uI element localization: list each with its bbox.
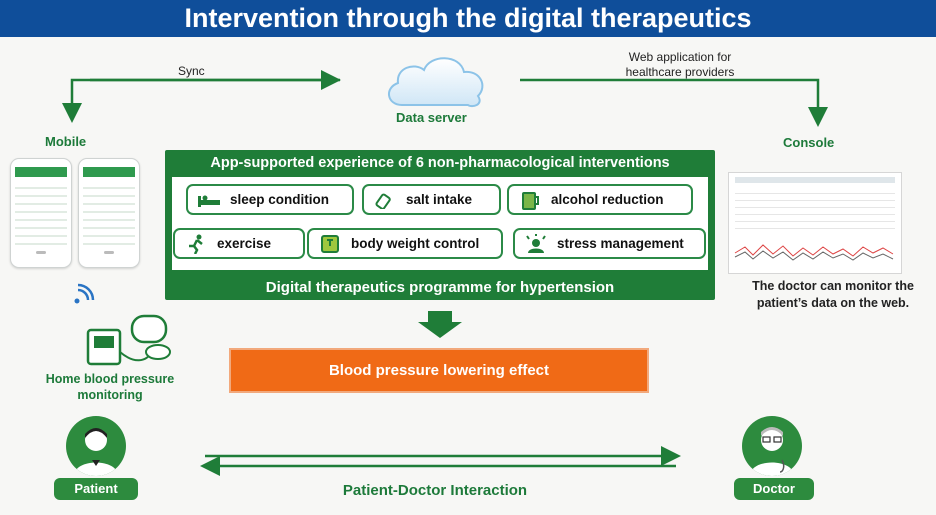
wifi-signal-icon [74,283,95,304]
interaction-label: Patient-Doctor Interaction [342,482,528,499]
intervention-label: alcohol reduction [551,192,664,207]
doctor-badge: Doctor [734,478,814,500]
bp-effect-box: Blood pressure lowering effect [229,348,649,393]
sync-arrow [62,78,340,123]
cloud-icon [388,57,484,108]
bp-monitor-icon [86,314,171,366]
intervention-label: stress management [557,236,684,251]
beer-icon [517,190,543,210]
phone-screenshot [10,158,72,268]
scale-icon [317,234,343,254]
mobile-label: Mobile [45,134,87,149]
intervention-alcohol: alcohol reduction [507,184,693,215]
console-arrow [520,78,828,127]
data-server-label: Data server [396,110,467,125]
console-label: Console [783,135,835,150]
intervention-weight: body weight control [307,228,503,259]
bed-icon [196,190,222,210]
runner-icon [183,234,209,254]
salt-icon [372,190,398,210]
panel-header: App-supported experience of 6 non-pharma… [210,155,670,171]
console-screenshot [728,172,902,274]
intervention-stress: stress management [513,228,706,259]
intervention-exercise: exercise [173,228,305,259]
down-arrow-icon [418,311,462,338]
patient-badge: Patient [54,478,138,500]
panel-footer: Digital therapeutics programme for hyper… [265,279,615,296]
doctor-avatar [742,416,802,476]
intervention-label: salt intake [406,192,473,207]
intervention-label: sleep condition [230,192,330,207]
page-title: Intervention through the digital therape… [0,0,936,37]
patient-avatar [66,416,126,476]
intervention-salt: salt intake [362,184,501,215]
phone-screenshot [78,158,140,268]
intervention-label: exercise [217,236,272,251]
stress-icon [523,233,549,254]
intervention-label: body weight control [351,236,480,251]
sync-label: Sync [178,64,205,78]
intervention-sleep: sleep condition [186,184,354,215]
